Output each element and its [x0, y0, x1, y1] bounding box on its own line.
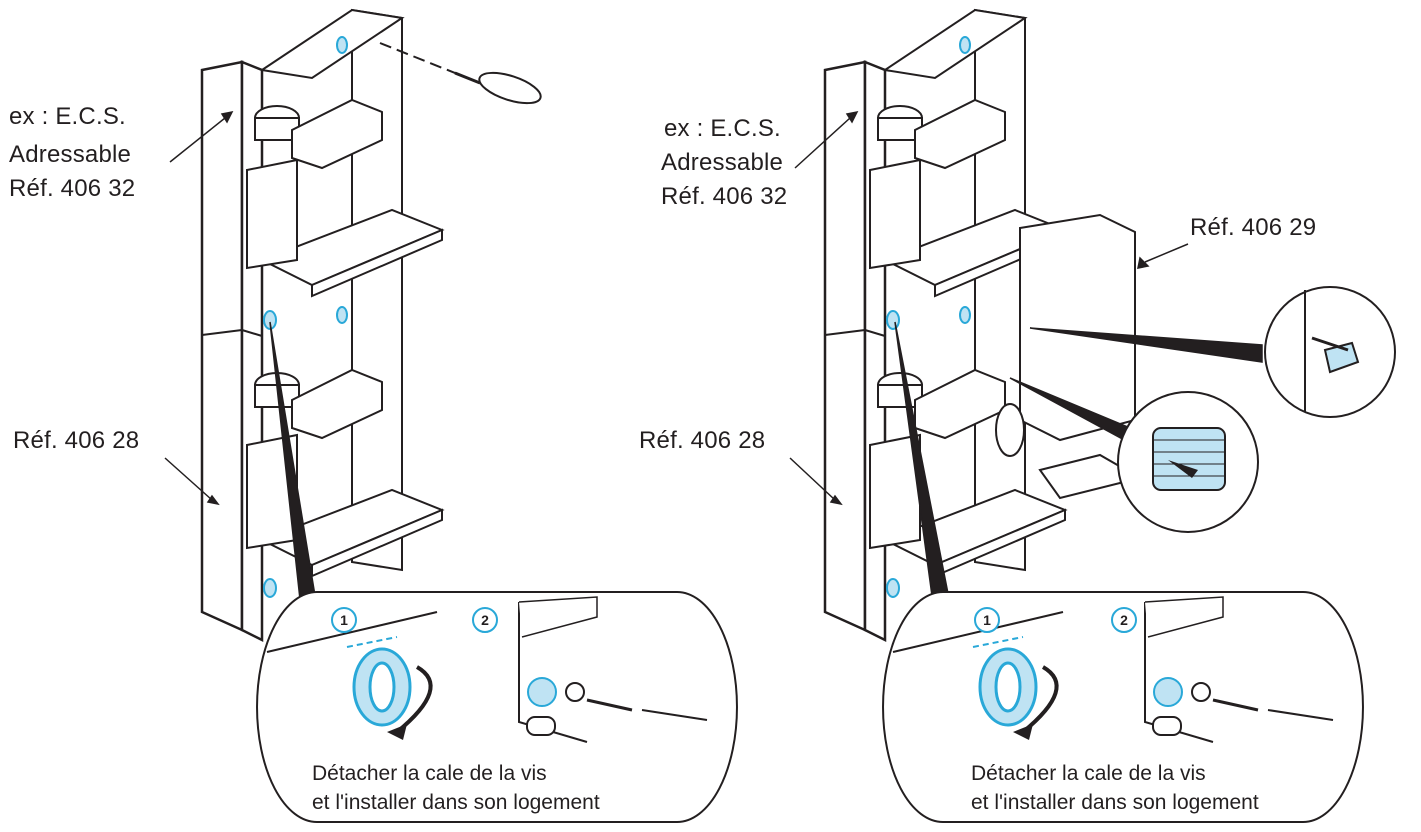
left-screwdriver-icon: [379, 42, 542, 105]
right-step-1-badge: 1: [974, 607, 1000, 633]
right-caption-line-1: Détacher la cale de la vis: [971, 762, 1206, 785]
left-step-1-badge: 1: [331, 607, 357, 633]
left-label-ex: ex : E.C.S.: [9, 103, 126, 130]
right-label-ex: ex : E.C.S.: [664, 115, 781, 142]
right-label-ref-40629: Réf. 406 29: [1190, 214, 1317, 241]
right-label-ref-40628: Réf. 406 28: [639, 427, 766, 454]
left-label-adressable: Adressable: [9, 141, 132, 168]
left-label-ref-40632: Réf. 406 32: [9, 175, 136, 202]
left-cabinet: [200, 8, 444, 642]
left-step-2-badge: 2: [472, 607, 498, 633]
left-caption-line-1: Détacher la cale de la vis: [312, 762, 547, 785]
right-step-2-badge: 2: [1111, 607, 1137, 633]
right-label-ref-40632: Réf. 406 32: [661, 183, 788, 210]
right-label-adressable: Adressable: [661, 149, 784, 176]
magnifier-ferrite-icon: [1117, 391, 1259, 533]
magnifier-clip-icon: [1264, 286, 1396, 418]
left-caption-line-2: et l'installer dans son logement: [312, 791, 600, 814]
right-caption-line-2: et l'installer dans son logement: [971, 791, 1259, 814]
left-label-ref-40628: Réf. 406 28: [13, 427, 140, 454]
